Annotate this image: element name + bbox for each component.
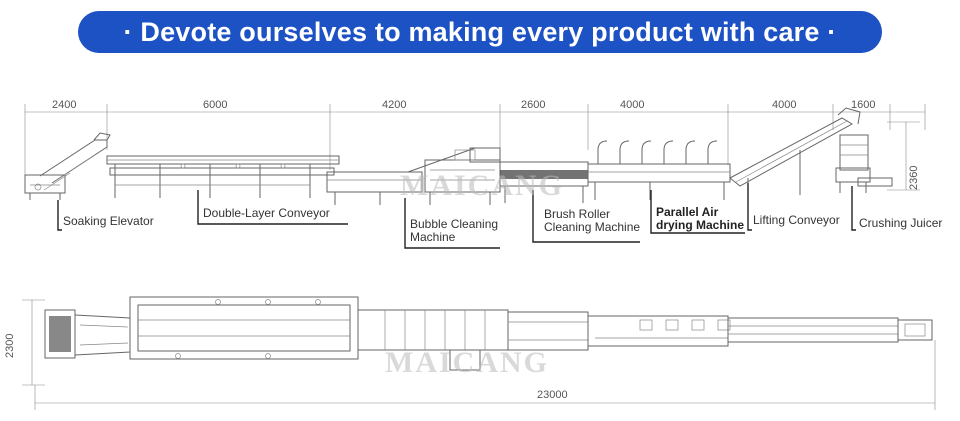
top-view-dimension-lines xyxy=(22,299,936,410)
dim-lifting-conveyor: 4000 xyxy=(772,99,796,111)
bubble-cleaning-machine-drawing xyxy=(326,147,501,205)
label-bubble-cleaning-line1: Bubble Cleaning xyxy=(410,217,498,231)
air-drying-machine-drawing xyxy=(587,140,731,200)
label-double-layer-conveyor: Double-Layer Conveyor xyxy=(203,206,330,220)
label-brush-roller-line1: Brush Roller xyxy=(544,207,610,221)
lifting-conveyor-drawing xyxy=(729,107,861,200)
dim-air-drying: 4000 xyxy=(620,99,644,111)
slogan-banner: · Devote ourselves to making every produ… xyxy=(78,11,882,53)
side-dimension-lines xyxy=(24,104,926,191)
watermark-side: MAICANG xyxy=(400,169,564,202)
double-layer-conveyor-drawing xyxy=(106,155,340,198)
watermark-top: MAICANG xyxy=(385,346,549,379)
dim-total-length: 23000 xyxy=(537,389,568,401)
dim-brush-roller: 2600 xyxy=(521,99,545,111)
soaking-elevator-drawing xyxy=(24,132,111,200)
top-view-layout-drawing xyxy=(44,296,933,371)
slogan-text: · Devote ourselves to making every produ… xyxy=(123,16,837,47)
label-soaking-elevator: Soaking Elevator xyxy=(63,214,154,228)
label-air-drying-line1: Parallel Air xyxy=(656,205,719,219)
label-brush-roller-line2: Cleaning Machine xyxy=(544,220,640,234)
dim-crushing-juicer: 1600 xyxy=(851,99,875,111)
label-air-drying-line2: drying Machine xyxy=(656,218,744,232)
label-bubble-cleaning-line2: Machine xyxy=(410,230,456,244)
dim-bubble-cleaning: 4200 xyxy=(382,99,406,111)
label-lifting-conveyor: Lifting Conveyor xyxy=(753,213,840,227)
dim-width: 2300 xyxy=(4,334,16,358)
dim-double-layer-conveyor: 6000 xyxy=(203,99,227,111)
callout-leaders xyxy=(57,183,856,249)
label-crushing-juicer: Crushing Juicer xyxy=(859,216,942,230)
dim-height: 2360 xyxy=(908,166,920,190)
dim-soaking-elevator: 2400 xyxy=(52,99,76,111)
crushing-juicer-drawing xyxy=(835,134,893,193)
